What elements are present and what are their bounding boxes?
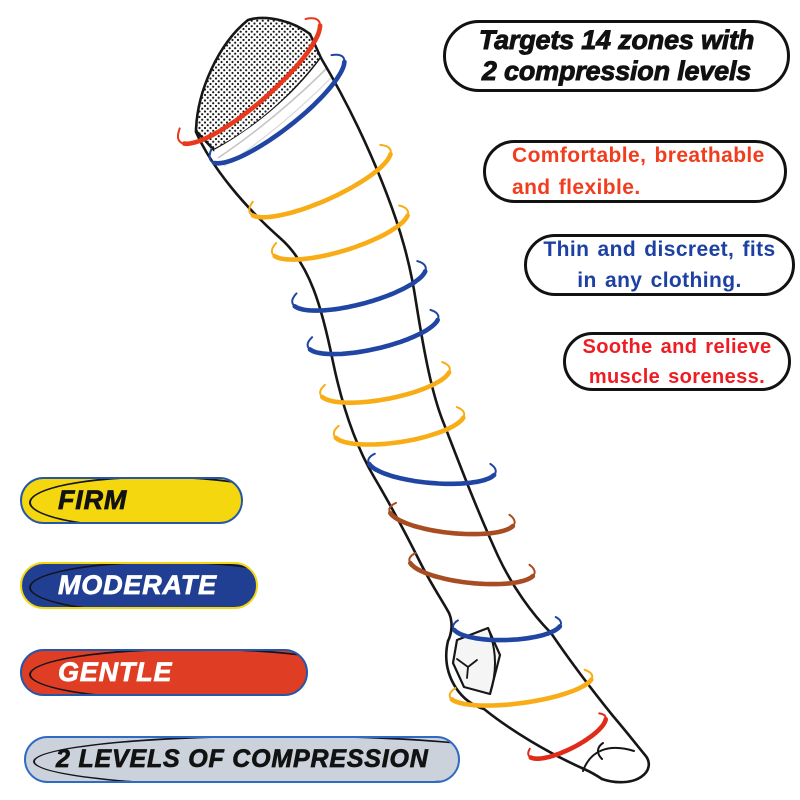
cuff-inner-surface bbox=[214, 58, 333, 170]
legend-badge-gentle: GENTLE bbox=[20, 649, 308, 696]
callout-discreet-line-2: in any clothing. bbox=[577, 269, 742, 292]
legend-badge-levels-label: 2 LEVELS OF COMPRESSION bbox=[56, 745, 429, 774]
callout-comfortable-line-2: and flexible. bbox=[512, 175, 641, 199]
title-box: Targets 14 zones with 2 compression leve… bbox=[443, 20, 790, 92]
legend-badge-gentle-label: GENTLE bbox=[58, 657, 173, 688]
heel-seam-line bbox=[487, 627, 497, 695]
legend-badge-firm-label: FIRM bbox=[58, 485, 128, 516]
callout-discreet: Thin and discreet, fits in any clothing. bbox=[524, 234, 795, 296]
title-line-1: Targets 14 zones with bbox=[478, 24, 755, 55]
legend-badge-moderate-label: MODERATE bbox=[58, 570, 217, 601]
legend-badge-firm: FIRM bbox=[20, 477, 243, 524]
sock-toe-outline bbox=[549, 631, 651, 784]
legend-badge-levels: 2 LEVELS OF COMPRESSION bbox=[24, 736, 460, 783]
callout-comfortable: Comfortable, breathable and flexible. bbox=[483, 140, 787, 203]
compression-zone-rings bbox=[177, 17, 608, 761]
callout-comfortable-line-1: Comfortable, breathable bbox=[512, 144, 765, 167]
legend-badge-moderate: MODERATE bbox=[20, 562, 258, 609]
sock-right-outline bbox=[319, 56, 553, 635]
cuff-inner-line-1 bbox=[217, 67, 328, 159]
sock-left-outline bbox=[194, 130, 604, 781]
heel-y-mark bbox=[456, 658, 478, 679]
callout-discreet-line-1: Thin and discreet, fits bbox=[543, 237, 776, 261]
callout-soothe: Soothe and relieve muscle soreness. bbox=[563, 332, 791, 391]
callout-soothe-line-2: muscle soreness. bbox=[588, 365, 766, 388]
toe-cap-seam bbox=[582, 742, 635, 772]
callout-soothe-line-1: Soothe and relieve bbox=[582, 335, 772, 358]
title-line-2: 2 compression levels bbox=[481, 56, 752, 87]
